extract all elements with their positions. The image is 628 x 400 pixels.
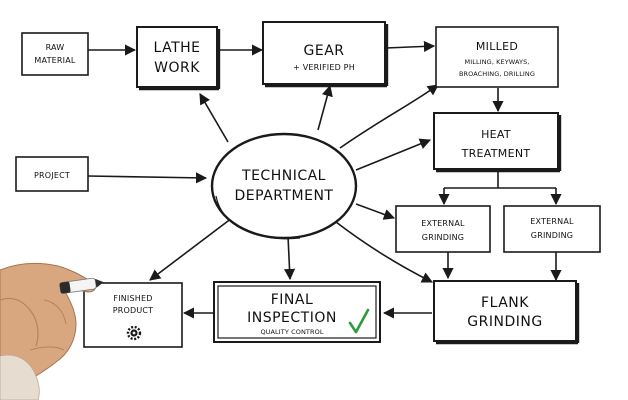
node-project: PROJECT — [15, 156, 89, 192]
raw-material-line1: RAW — [46, 43, 65, 52]
arrow-technical-to-lathe — [199, 93, 229, 143]
node-milled: MILLED MILLING, KEYWAYS, BROACHING, DRIL… — [435, 26, 559, 88]
finished-product-line2: PRODUCT — [113, 306, 154, 315]
gear-title: GEAR — [304, 43, 345, 59]
external-grinding-2-line1: EXTERNAL — [530, 217, 574, 226]
external-grinding-1-line2: GRINDING — [422, 233, 464, 242]
heat-treatment-line1: HEAT — [481, 128, 511, 141]
arrow-technical-to-gear — [317, 84, 333, 131]
final-inspection-line1: FINAL — [271, 292, 314, 308]
flank-grinding-line1: FLANK — [481, 295, 529, 311]
node-flank-grinding: FLANK GRINDING — [433, 280, 580, 345]
node-final-inspection: FINAL INSPECTION QUALITY CONTROL — [213, 281, 381, 343]
lathe-work-line2: WORK — [154, 60, 200, 76]
milled-subtitle-line2: BROACHING, DRILLING — [459, 70, 535, 78]
project-label: PROJECT — [34, 171, 70, 180]
arrow-technical-to-external — [355, 203, 396, 220]
arrow-technical-to-heat — [355, 138, 432, 171]
node-finished-product: FINISHED PRODUCT — [83, 282, 183, 348]
finished-product-line1: FINISHED — [113, 294, 152, 303]
arrow-project-to-technical — [87, 172, 208, 184]
node-technical-department: TECHNICAL DEPARTMENT — [210, 132, 358, 240]
connectors — [87, 40, 562, 319]
external-grinding-1-line1: EXTERNAL — [421, 219, 465, 228]
lathe-work-line1: LATHE — [153, 40, 200, 56]
node-gear: GEAR + VERIFIED PH — [262, 21, 389, 88]
arrow-technical-to-final — [283, 235, 296, 281]
check-icon — [348, 308, 370, 334]
raw-material-line2: MATERIAL — [34, 56, 75, 65]
arrow-technical-to-finished — [149, 217, 233, 281]
node-raw-material: RAW MATERIAL — [21, 32, 89, 76]
gear-icon — [126, 325, 142, 341]
quality-control-label: QUALITY CONTROL — [260, 328, 323, 336]
arrow-gear-to-milled — [385, 40, 436, 53]
milled-subtitle-line1: MILLING, KEYWAYS, — [465, 58, 530, 66]
gear-subtitle: + VERIFIED PH — [293, 63, 355, 72]
heat-treatment-line2: TREATMENT — [461, 147, 531, 160]
flank-grinding-line2: GRINDING — [467, 314, 542, 330]
hand-with-marker — [0, 262, 104, 400]
arrow-technical-to-milled — [339, 84, 439, 149]
node-external-grinding-2: EXTERNAL GRINDING — [503, 205, 601, 253]
milled-title: MILLED — [476, 40, 518, 53]
node-external-grinding-1: EXTERNAL GRINDING — [395, 205, 491, 253]
final-inspection-line2: INSPECTION — [247, 310, 337, 326]
technical-line1: TECHNICAL — [241, 168, 326, 184]
technical-line2: DEPARTMENT — [235, 188, 334, 204]
external-grinding-2-line2: GRINDING — [531, 231, 573, 240]
node-heat-treatment: HEAT TREATMENT — [433, 112, 562, 173]
node-lathe-work: LATHE WORK — [136, 26, 221, 91]
arrow-technical-to-flank — [335, 221, 434, 283]
